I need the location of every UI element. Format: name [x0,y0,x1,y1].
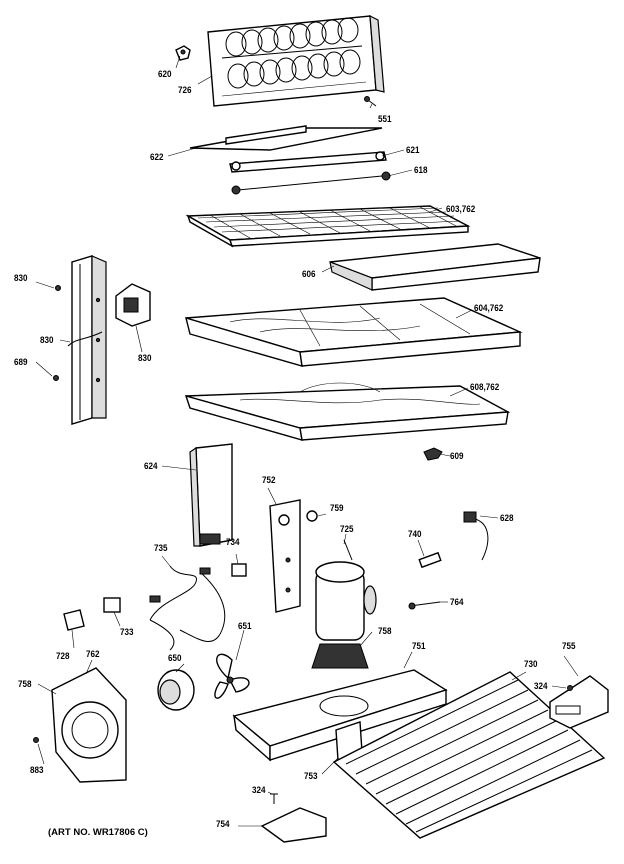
label-830-bracket: 830 [138,353,152,364]
label-324-bracket: 324 [534,681,548,692]
label-830-channel: 830 [40,335,54,346]
part-606-cover [329,243,541,291]
label-762: 762 [86,649,100,660]
part-726-evaporator [207,14,385,107]
part-603-grille-shelf [185,205,471,248]
part-324-screw-b [270,793,278,804]
label-650: 650 [168,653,182,664]
part-609-clip [423,447,443,461]
part-620-clip [175,45,191,61]
label-758-compressor: 758 [378,626,392,637]
label-604: 604,762 [474,303,504,314]
part-551-screw [364,96,377,107]
part-728-capacitor [63,609,85,631]
part-764 [408,601,441,610]
part-755-bracket [549,675,609,729]
label-603: 603,762 [446,204,476,215]
label-608: 608,762 [470,382,500,393]
label-620: 620 [158,69,172,80]
part-752-bracket [269,499,301,613]
part-830-screw [55,285,61,291]
label-730: 730 [524,659,538,670]
label-751: 751 [412,641,426,652]
label-883: 883 [30,765,44,776]
label-324-bottom: 324 [252,785,266,796]
part-608-pan [184,382,511,441]
part-689-screw [53,375,59,381]
label-753: 753 [304,771,318,782]
label-551: 551 [378,114,392,125]
part-624-duct [189,443,233,547]
label-609: 609 [450,451,464,462]
part-604-pan [185,297,523,367]
label-618: 618 [414,165,428,176]
label-733: 733 [120,627,134,638]
label-606: 606 [302,269,316,280]
part-622-rail [189,125,383,151]
label-651: 651 [238,621,252,632]
leader-lines [35,55,579,827]
label-830-screw: 830 [14,273,28,284]
label-728: 728 [56,651,70,662]
label-734: 734 [226,537,240,548]
part-channel [67,255,107,425]
art-number-caption: (ART NO. WR17806 C) [48,827,148,838]
label-689: 689 [14,357,28,368]
label-764: 764 [450,597,464,608]
part-618-rod [231,171,391,195]
part-735-harness [149,565,226,651]
label-759: 759 [330,503,344,514]
label-622: 622 [150,152,164,163]
label-735: 735 [154,543,168,554]
part-628 [463,511,489,561]
label-755: 755 [562,641,576,652]
label-754: 754 [216,819,230,830]
label-758-shroud: 758 [18,679,32,690]
label-740: 740 [408,529,422,540]
part-754 [260,807,327,843]
part-730-condenser [332,671,606,839]
label-624: 624 [144,461,158,472]
part-740 [418,551,442,569]
part-650-motor [157,669,195,711]
part-651-fan-blade [214,653,250,699]
part-758-shroud [51,667,127,783]
part-830-bracket [115,283,151,327]
part-759-grommet [306,510,318,522]
label-621: 621 [406,145,420,156]
label-628: 628 [500,513,514,524]
part-883-screw [33,737,39,743]
part-621-bar [229,151,387,173]
label-725: 725 [340,524,354,535]
label-726: 726 [178,85,192,96]
part-compressor [311,539,377,669]
part-324-screw [567,685,573,691]
part-733-connector [103,597,121,613]
part-734-relay [231,563,247,577]
label-752: 752 [262,475,276,486]
